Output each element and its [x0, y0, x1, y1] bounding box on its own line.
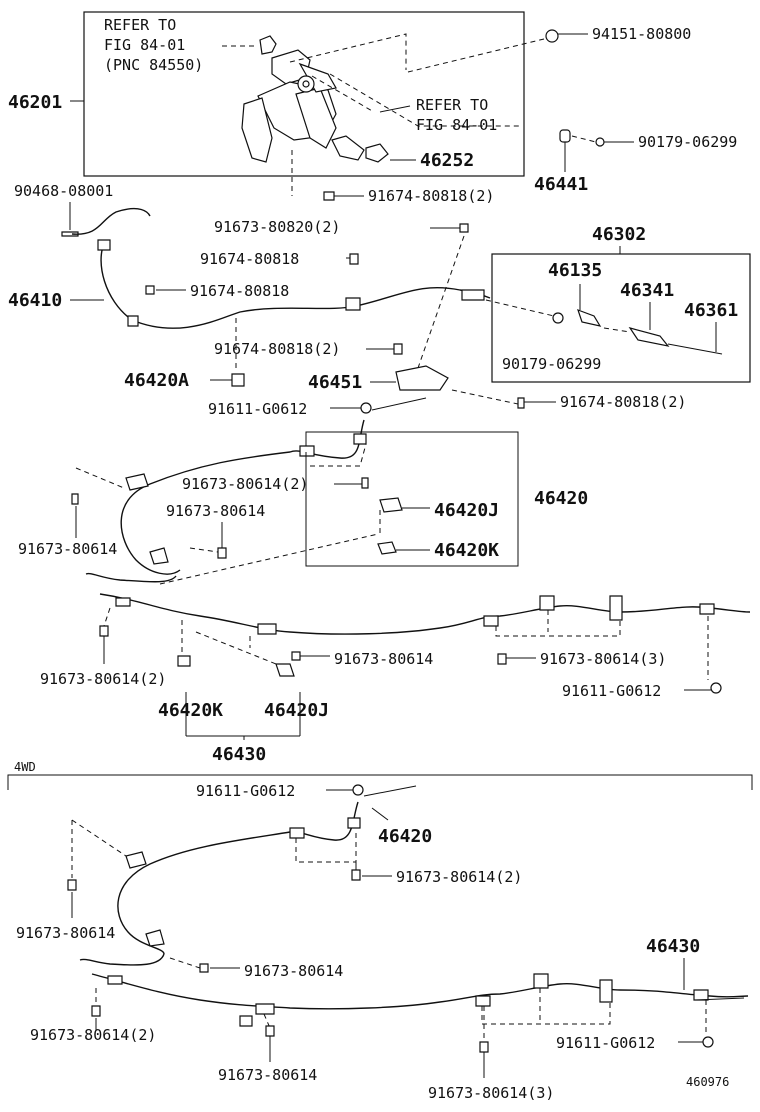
part-46420J-a[interactable]: 46420J — [434, 500, 499, 521]
part-46302[interactable]: 46302 — [592, 224, 646, 245]
part-46410[interactable]: 46410 — [8, 290, 62, 311]
part-91611-G0612-b[interactable]: 91611-G0612 — [562, 682, 661, 700]
nut-90179-b-icon — [552, 312, 564, 324]
part-94151-80800[interactable]: 94151-80800 — [592, 25, 691, 43]
pedal-assembly-box — [83, 11, 525, 177]
label-pnc-84550: (PNC 84550) — [104, 56, 203, 74]
part-46420K-shape-b — [177, 655, 191, 667]
part-46341[interactable]: 46341 — [620, 280, 674, 301]
part-46201[interactable]: 46201 — [8, 92, 62, 113]
part-91611-G0612-a[interactable]: 91611-G0612 — [208, 400, 307, 418]
nut-94151-icon — [545, 29, 559, 43]
part-90179-06299-b[interactable]: 90179-06299 — [502, 355, 601, 373]
part-91674-80818-2-d[interactable]: 91674-80818(2) — [560, 393, 686, 411]
cable-46430-4wd — [91, 973, 749, 1010]
part-91673-80614-3-a[interactable]: 91673-80614(3) — [540, 650, 666, 668]
part-46420A[interactable]: 46420A — [124, 370, 189, 391]
part-91673-80614-d[interactable]: 91673-80614 — [16, 924, 115, 942]
label-refer-to-1: REFER TO — [104, 16, 176, 34]
section-4wd-bracket — [7, 774, 753, 790]
label-fig-84-01-a[interactable]: FIG 84-01 — [104, 36, 185, 54]
part-46420K-b[interactable]: 46420K — [158, 700, 223, 721]
part-91673-80614-e[interactable]: 91673-80614 — [244, 962, 343, 980]
cable-46420-4wd — [117, 801, 359, 955]
part-46135[interactable]: 46135 — [548, 260, 602, 281]
part-46252-shape — [365, 143, 389, 163]
part-46430-b[interactable]: 46430 — [646, 936, 700, 957]
part-46451[interactable]: 46451 — [308, 372, 362, 393]
part-91674-80818-b[interactable]: 91674-80818 — [190, 282, 289, 300]
part-91673-80614-2-a[interactable]: 91673-80614(2) — [182, 475, 308, 493]
part-91673-80820-2[interactable]: 91673-80820(2) — [214, 218, 340, 236]
part-91611-G0612-c[interactable]: 91611-G0612 — [196, 782, 295, 800]
label-fig-84-01-b[interactable]: FIG 84-01 — [416, 116, 497, 134]
part-46430[interactable]: 46430 — [212, 744, 266, 765]
figure-id: 460976 — [686, 1075, 729, 1089]
part-46420J-shape-a — [379, 497, 403, 513]
part-46135-shape — [577, 308, 602, 327]
part-46451-shape — [395, 365, 449, 391]
part-91673-80614-3-b[interactable]: 91673-80614(3) — [428, 1084, 554, 1102]
part-91673-80614-b[interactable]: 91673-80614 — [166, 502, 265, 520]
part-91673-80614-a[interactable]: 91673-80614 — [18, 540, 117, 558]
cable-46430 — [99, 593, 751, 635]
part-46361[interactable]: 46361 — [684, 300, 738, 321]
part-91611-G0612-d[interactable]: 91611-G0612 — [556, 1034, 655, 1052]
part-91673-80614-2-d[interactable]: 91673-80614(2) — [30, 1026, 156, 1044]
pedal-bracket-drawing — [241, 35, 389, 163]
part-46341-shape — [628, 327, 670, 347]
bolt-91674-icon — [323, 191, 335, 201]
lever-kit-box — [491, 253, 751, 383]
section-4wd: 4WD — [14, 760, 36, 774]
part-91673-80614-c[interactable]: 91673-80614 — [334, 650, 433, 668]
part-46420K-shape-a — [377, 541, 397, 555]
part-90179-06299-a[interactable]: 90179-06299 — [638, 133, 737, 151]
part-46420J-shape-b — [275, 663, 295, 677]
part-91674-80818-2-top[interactable]: 91674-80818(2) — [368, 187, 494, 205]
part-46420-b[interactable]: 46420 — [378, 826, 432, 847]
part-91673-80614-2-c[interactable]: 91673-80614(2) — [396, 868, 522, 886]
part-46420K-a[interactable]: 46420K — [434, 540, 499, 561]
part-46441-shape — [559, 129, 571, 143]
part-91673-80614-f[interactable]: 91673-80614 — [218, 1066, 317, 1084]
part-91674-80818-a[interactable]: 91674-80818 — [200, 250, 299, 268]
cable-46420 — [120, 419, 365, 575]
part-46420[interactable]: 46420 — [534, 488, 588, 509]
group-46420-bracket — [305, 431, 519, 567]
cable-46410-front — [71, 207, 151, 235]
part-91673-80614-2-b[interactable]: 91673-80614(2) — [40, 670, 166, 688]
part-46441[interactable]: 46441 — [534, 174, 588, 195]
nut-90179-icon — [595, 137, 605, 147]
clip-90468-icon — [61, 231, 79, 237]
cable-46410 — [100, 243, 491, 329]
part-91674-80818-2-c[interactable]: 91674-80818(2) — [214, 340, 340, 358]
part-46420J-b[interactable]: 46420J — [264, 700, 329, 721]
part-90468-08001[interactable]: 90468-08001 — [14, 182, 113, 200]
part-46252[interactable]: 46252 — [420, 150, 474, 171]
label-refer-to-2: REFER TO — [416, 96, 488, 114]
